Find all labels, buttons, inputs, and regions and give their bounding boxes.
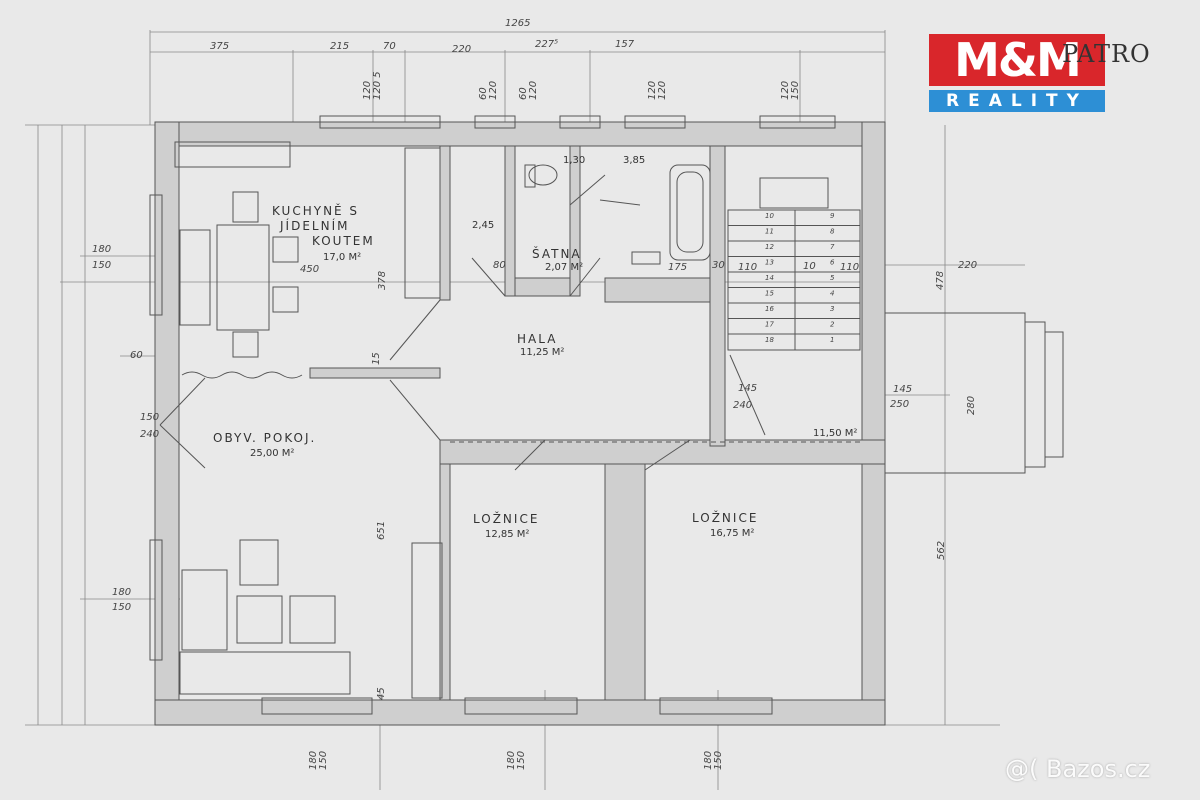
dim-interior: 110	[738, 262, 757, 273]
bedroom-2-label: LOŽNICE	[692, 510, 758, 525]
dim-top: 375	[210, 41, 229, 52]
dim-interior: 175	[668, 262, 687, 273]
logo-brand-bottom: REALITY	[929, 90, 1105, 112]
dim-left: 60	[130, 350, 143, 361]
dimension-lines	[25, 30, 1025, 790]
bedroom-1-area: 12,85 M²	[485, 529, 529, 540]
stair-step-number: 1	[830, 336, 834, 344]
furniture	[174, 141, 1064, 699]
dim-top-window: 120	[780, 81, 791, 100]
stair-step-number: 17	[765, 321, 774, 329]
dim-left: 240	[140, 429, 159, 440]
dim-top-window: 120	[362, 81, 373, 100]
bedroom-1-label: LOŽNICE	[473, 511, 539, 526]
dim-top-window: 120	[528, 81, 539, 100]
dim-interior: 15	[371, 352, 382, 365]
dim-interior: 80	[493, 260, 506, 271]
hall-area: 11,25 M²	[520, 347, 564, 358]
dim-interior: 280	[966, 396, 977, 415]
stair-step-number: 11	[765, 228, 774, 236]
wardrobe-area: 2,07 M²	[545, 262, 583, 273]
dim-interior: 45	[376, 687, 387, 700]
kitchen-label-3: KOUTEM	[312, 234, 375, 248]
dim-top-window: 120	[657, 81, 668, 100]
windows	[149, 115, 836, 715]
dim-top: 70	[383, 41, 396, 52]
dim-top-window: 120	[488, 81, 499, 100]
dim-interior: 378	[377, 271, 388, 290]
logo-brand-top: M&M	[929, 34, 1105, 86]
dim-left: 180	[112, 587, 131, 598]
patro-overlay-text: PATRO	[1062, 40, 1151, 68]
door-swings	[159, 174, 862, 471]
stair-step-number: 15	[765, 290, 774, 298]
room-labels: KUCHYNĚ S JÍDELNÍM KOUTEM 17,0 M² OBYV. …	[213, 155, 857, 540]
dim-top: 157	[615, 39, 635, 50]
dim-left: 150	[112, 602, 131, 613]
dim-interior: 562	[936, 541, 947, 560]
dimension-labels: 1265 375 215 70 220 227⁵ 157 180 150 60 …	[92, 18, 977, 770]
stair-step-number: 4	[830, 290, 834, 298]
dim-top-window: 150	[790, 81, 801, 100]
stair-step-number: 16	[765, 305, 774, 313]
stair-step-number: 8	[830, 228, 835, 236]
dim-bottom-window: 150	[318, 751, 329, 770]
dim-top-window: 120 5	[372, 71, 383, 100]
kitchen-label: KUCHYNĚ S	[272, 203, 359, 218]
walls	[154, 121, 886, 726]
dim-interior: 145	[738, 383, 757, 394]
dim-total-width: 1265	[505, 18, 530, 29]
dim-top-window: 120	[647, 81, 658, 100]
stair-step-number: 6	[830, 259, 835, 267]
staircase	[727, 209, 861, 351]
dim-interior: 240	[733, 400, 752, 411]
dim-interior: 110	[840, 262, 859, 273]
living-area: 25,00 M²	[250, 448, 294, 459]
dim-top-window: 60	[478, 87, 489, 100]
stair-step-number: 10	[765, 212, 774, 220]
dim-interior: 145	[893, 384, 912, 395]
dim-interior: 450	[300, 264, 319, 275]
living-label: OBYV. POKOJ.	[213, 431, 316, 445]
stair-area: 11,50 M²	[813, 428, 857, 439]
dim-top-window: 60	[518, 87, 529, 100]
kitchen-label-2: JÍDELNÍM	[279, 218, 349, 233]
hall-label: HALA	[517, 332, 557, 346]
storage-area: 2,45	[472, 220, 494, 231]
dim-bottom-window: 180	[506, 751, 517, 770]
stair-step-number: 14	[765, 274, 774, 282]
dim-left: 180	[92, 244, 111, 255]
dim-interior: 478	[935, 271, 946, 290]
stair-step-number: 13	[765, 259, 774, 267]
dim-interior: 250	[890, 399, 909, 410]
dim-interior: 220	[958, 260, 977, 271]
bazos-watermark: @( Bazos.cz	[1005, 755, 1151, 783]
mm-reality-logo: M&M REALITY	[929, 34, 1105, 112]
dim-bottom-window: 180	[703, 751, 714, 770]
dim-interior: 30	[712, 260, 725, 271]
bath-area: 3,85	[623, 155, 645, 166]
dim-top: 227⁵	[535, 39, 558, 50]
wardrobe-label: ŠATNA	[532, 246, 582, 261]
stair-step-number: 18	[765, 336, 774, 344]
dim-left: 150	[140, 412, 159, 423]
stair-step-number: 3	[830, 305, 834, 313]
dim-bottom-window: 150	[713, 751, 724, 770]
stair-step-number: 9	[830, 212, 835, 220]
dim-bottom-window: 180	[308, 751, 319, 770]
wc-area: 1,30	[563, 155, 585, 166]
stair-step-number: 2	[830, 321, 835, 329]
stair-step-number: 12	[765, 243, 774, 251]
dim-interior: 651	[376, 521, 387, 540]
dim-top: 215	[330, 41, 349, 52]
dim-left: 150	[92, 260, 111, 271]
dim-top: 220	[452, 44, 471, 55]
dim-interior: 10	[803, 261, 816, 272]
bedroom-2-area: 16,75 M²	[710, 528, 754, 539]
dim-bottom-window: 150	[516, 751, 527, 770]
kitchen-area: 17,0 M²	[323, 252, 361, 263]
stair-step-number: 7	[830, 243, 835, 251]
stair-step-number: 5	[830, 274, 835, 282]
